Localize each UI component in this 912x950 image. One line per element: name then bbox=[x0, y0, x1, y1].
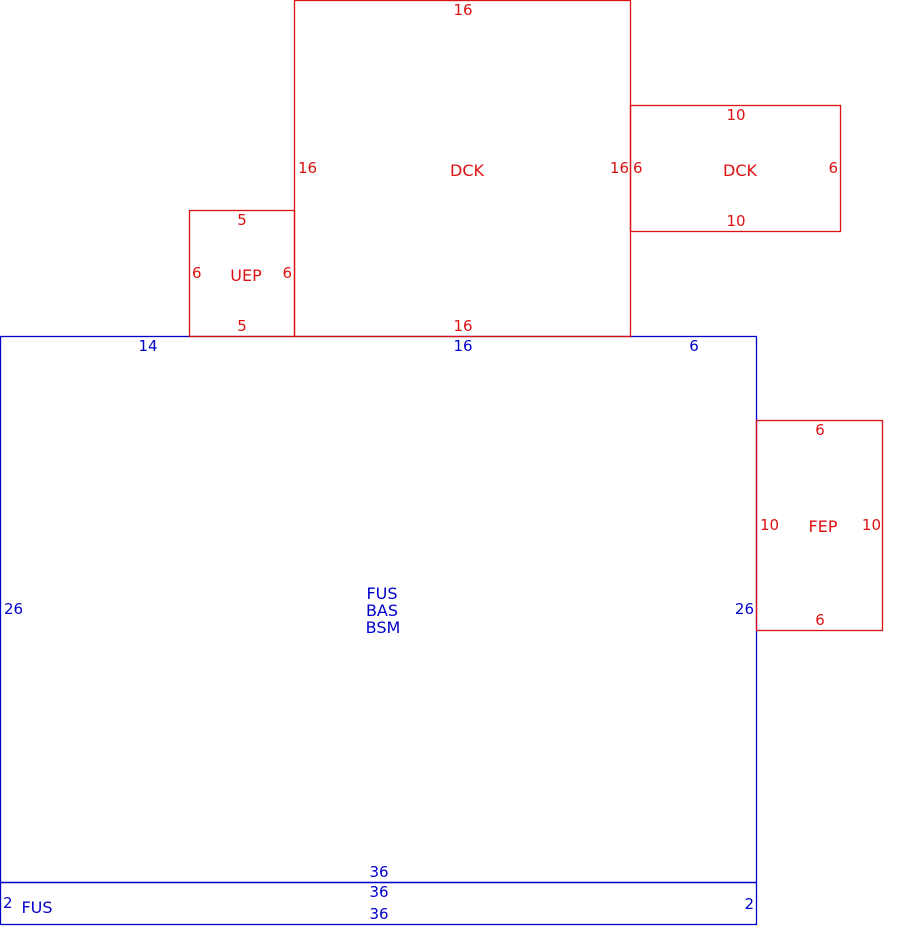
main-top-right-dim: 6 bbox=[689, 337, 699, 355]
main-left-dim: 26 bbox=[4, 600, 23, 618]
deck-small-outline bbox=[629, 104, 842, 233]
strip-label: FUS bbox=[21, 898, 52, 917]
main-label-bsm: BSM bbox=[366, 618, 401, 637]
deck-large-left-dim: 16 bbox=[298, 159, 317, 177]
main-top-mid-dim: 16 bbox=[453, 337, 472, 355]
strip-right-dim: 2 bbox=[744, 895, 754, 913]
fep-outline bbox=[755, 419, 884, 632]
uep-top-dim: 5 bbox=[237, 211, 247, 229]
deck-small-area: 10 10 6 6 DCK bbox=[629, 104, 842, 233]
uep-area: 5 5 6 6 UEP bbox=[188, 209, 296, 338]
deck-small-label: DCK bbox=[723, 161, 757, 180]
strip-area-outline bbox=[0, 881, 758, 926]
deck-large-right-dim: 16 bbox=[610, 159, 629, 177]
deck-small-top-dim: 10 bbox=[726, 106, 745, 124]
deck-small-bottom-dim: 10 bbox=[726, 212, 745, 230]
main-label-fus: FUS bbox=[366, 584, 397, 603]
deck-large-bottom-dim: 16 bbox=[453, 317, 472, 335]
uep-outline bbox=[188, 209, 296, 338]
main-top-left-dim: 14 bbox=[138, 337, 157, 355]
deck-large-label: DCK bbox=[450, 161, 484, 180]
main-bottom-dim: 36 bbox=[369, 863, 388, 881]
uep-bottom-dim: 5 bbox=[237, 317, 247, 335]
fep-area: 6 6 10 10 FEP bbox=[755, 419, 884, 632]
main-area: 14 16 6 26 26 36 FUS BAS BSM bbox=[0, 335, 758, 884]
fep-label: FEP bbox=[809, 517, 838, 536]
deck-large-top-dim: 16 bbox=[453, 1, 472, 19]
uep-right-dim: 6 bbox=[282, 264, 292, 282]
deck-small-left-dim: 6 bbox=[633, 159, 643, 177]
fep-left-dim: 10 bbox=[760, 516, 779, 534]
fep-bottom-dim: 6 bbox=[815, 611, 825, 629]
strip-bottom-dim: 36 bbox=[369, 905, 388, 923]
deck-small-right-dim: 6 bbox=[828, 159, 838, 177]
deck-large-area: 16 16 16 16 DCK bbox=[293, 0, 632, 338]
fep-right-dim: 10 bbox=[862, 516, 881, 534]
fep-top-dim: 6 bbox=[815, 421, 825, 439]
strip-area: 36 36 2 2 FUS bbox=[0, 881, 758, 926]
strip-left-dim: 2 bbox=[3, 894, 13, 912]
uep-left-dim: 6 bbox=[192, 264, 202, 282]
uep-label: UEP bbox=[230, 266, 262, 285]
strip-top-dim: 36 bbox=[369, 883, 388, 901]
main-right-dim: 26 bbox=[735, 600, 754, 618]
main-label-bas: BAS bbox=[366, 601, 398, 620]
